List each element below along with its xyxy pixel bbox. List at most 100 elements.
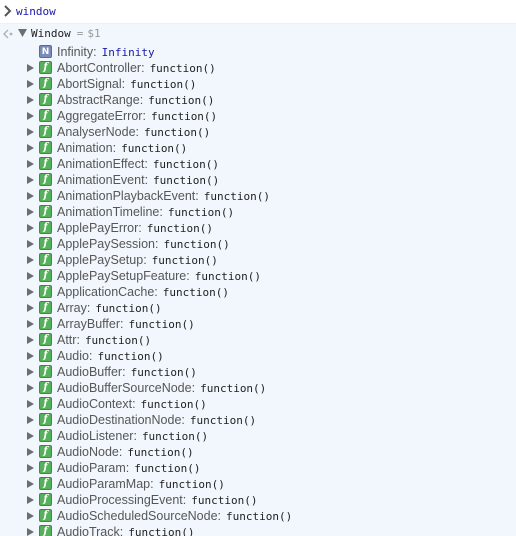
triangle-right-icon[interactable] [27,400,34,408]
property-text: ApplePaySetup:function() [57,252,218,269]
triangle-right-icon[interactable] [27,352,34,360]
triangle-right-icon[interactable] [27,96,34,104]
console-input-row[interactable]: window [0,0,516,24]
triangle-right-icon[interactable] [27,240,34,248]
triangle-right-icon[interactable] [27,304,34,312]
property-row[interactable]: f ApplePaySetup:function() [0,252,516,268]
property-text: AnimationTimeline:function() [57,204,234,221]
triangle-down-icon[interactable] [18,29,27,37]
object-root-label[interactable]: Window=$1 [31,26,101,42]
triangle-right-icon[interactable] [27,368,34,376]
triangle-right-icon[interactable] [27,432,34,440]
triangle-right-icon[interactable] [27,176,34,184]
function-badge-icon: f [39,109,52,122]
object-root-variable: $1 [87,27,101,40]
triangle-right-icon[interactable] [27,272,34,280]
property-colon: : [181,413,185,427]
property-value: function() [130,366,197,379]
property-value: function() [121,142,188,155]
function-badge-icon: f [39,285,52,298]
triangle-right-icon[interactable] [27,64,34,72]
triangle-right-icon[interactable] [27,144,34,152]
property-name: AudioBuffer [57,365,123,379]
property-colon: : [142,109,146,123]
function-badge-icon: f [39,253,52,266]
triangle-right-icon[interactable] [27,128,34,136]
property-name: AudioScheduledSourceNode [57,509,218,523]
function-badge-icon: f [39,61,52,74]
function-badge-icon: f [39,461,52,474]
property-text: AudioTrack:function() [57,524,194,536]
triangle-right-icon[interactable] [27,224,34,232]
property-value: function() [97,350,164,363]
triangle-right-icon[interactable] [27,288,34,296]
triangle-right-icon[interactable] [27,192,34,200]
triangle-right-icon[interactable] [27,384,34,392]
property-colon: : [86,301,91,315]
property-name: ApplePaySession [57,237,155,251]
triangle-right-icon[interactable] [27,416,34,424]
triangle-right-icon[interactable] [27,160,34,168]
triangle-right-icon[interactable] [27,208,34,216]
property-colon: : [112,141,117,155]
triangle-right-icon[interactable] [27,112,34,120]
property-value: function() [127,446,194,459]
function-badge-icon: f [39,237,52,250]
property-text: AudioNode:function() [57,444,194,461]
property-colon: : [121,77,126,91]
triangle-right-icon[interactable] [27,336,34,344]
property-colon: : [93,45,97,59]
property-name: ArrayBuffer [57,317,120,331]
property-value: function() [128,526,195,536]
triangle-right-icon[interactable] [27,528,34,536]
function-badge-icon: f [39,493,52,506]
property-text: Array:function() [57,300,162,317]
function-badge-icon: f [39,173,52,186]
function-badge-icon: f [39,157,52,170]
triangle-right-icon[interactable] [27,464,34,472]
triangle-right-icon[interactable] [27,480,34,488]
console-input-text[interactable]: window [16,5,56,18]
triangle-right-icon[interactable] [27,512,34,520]
triangle-right-icon[interactable] [27,320,34,328]
triangle-right-icon[interactable] [27,496,34,504]
triangle-right-icon[interactable] [27,448,34,456]
property-name: AnalyserNode [57,125,136,139]
property-text: Infinity:Infinity [57,44,155,61]
triangle-right-icon[interactable] [27,80,34,88]
triangle-right-icon[interactable] [27,256,34,264]
property-colon: : [132,397,136,411]
property-colon: : [119,525,124,536]
property-text: AudioContext:function() [57,396,207,413]
